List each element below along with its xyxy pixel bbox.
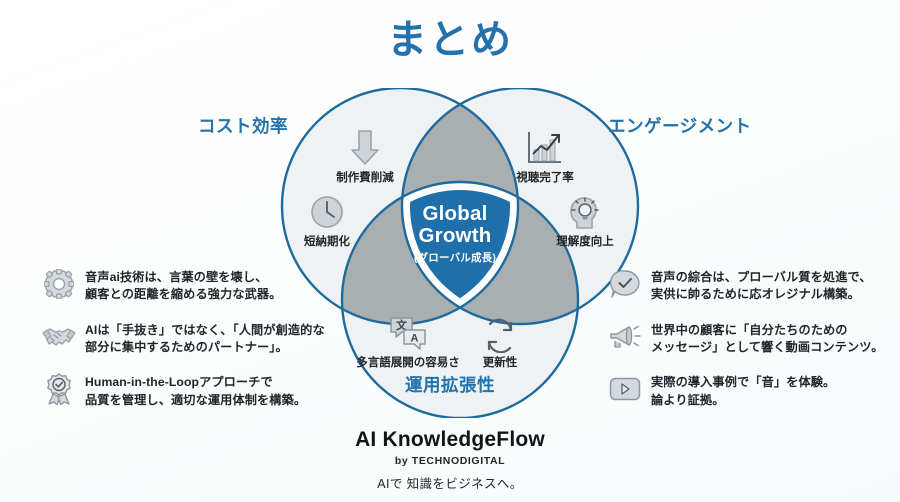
- footer-branding: AI KnowledgeFlow by TECHNODIGITAL AIで 知識…: [0, 428, 900, 492]
- head-lightbulb-icon: [530, 192, 640, 232]
- clock-icon: [272, 192, 382, 232]
- brand-tagline: AIで 知識をビジネスへ。: [377, 477, 523, 491]
- award-ribbon-icon: [42, 373, 76, 406]
- list-item-line-1: AIは「手抜き」ではなく、「人間が創造的な: [85, 322, 325, 337]
- chat-check-icon: [608, 268, 642, 300]
- handshake-icon: [42, 321, 76, 353]
- list-item-text: 世界中の顧客に「自分たちのための メッセージ」として響く動画コンテンツ。: [651, 321, 884, 357]
- bar-chart-up-icon: [490, 128, 600, 168]
- gear-icon: [42, 268, 76, 300]
- venn-item-label: 理解度向上: [556, 236, 614, 248]
- venn-label-cost: コスト効率: [198, 116, 288, 136]
- venn-item-short-delivery: 短納期化: [272, 192, 382, 249]
- venn-item-label: 短納期化: [304, 236, 350, 248]
- venn-diagram: [270, 88, 650, 418]
- translate-icon: 文 A: [353, 313, 463, 353]
- list-item-line-1: Human-in-the-Loopアプローチで: [85, 375, 273, 390]
- brand-name: AI KnowledgeFlow: [355, 428, 545, 451]
- brand-company: by TECHNODIGITAL: [394, 455, 506, 467]
- svg-text:文: 文: [396, 318, 408, 332]
- venn-item-label: 更新性: [482, 357, 518, 369]
- list-item-line-2: 論より証拠。: [651, 392, 725, 407]
- list-item-text: Human-in-the-Loopアプローチで 品質を管理し、適切な運用体制を構…: [85, 373, 306, 409]
- list-item: 音声の綜合は、プローバル質を処進で、 実供に帥るために応オレジナル構築。: [608, 268, 898, 304]
- venn-item-label: 多言語展開の容易さ: [356, 357, 460, 369]
- list-item: AIは「手抜き」ではなく、「人間が創造的な 部分に集中するためのパートナー」。: [42, 321, 332, 357]
- page-title: まとめ: [387, 18, 513, 62]
- right-points-list: 音声の綜合は、プローバル質を処進で、 実供に帥るために応オレジナル構築。 世界中…: [608, 268, 898, 426]
- venn-label-engagement: エンゲージメント: [608, 116, 752, 136]
- list-item-text: 音声ai技術は、言葉の壁を壊し、 顧客との距離を縮める強力な武器。: [85, 268, 281, 304]
- down-arrow-icon: [310, 128, 420, 168]
- venn-item-updatability: 更新性: [445, 313, 555, 370]
- venn-label-operations: 運用拡張性: [405, 375, 495, 395]
- list-item-line-2: 品質を管理し、適切な運用体制を構築。: [85, 392, 307, 407]
- venn-svg: [280, 88, 640, 418]
- venn-item-label: 視聴完了率: [516, 172, 574, 184]
- list-item-line-1: 世界中の顧客に「自分たちのための: [651, 322, 848, 337]
- list-item-text: 実際の導入事例で「音」を体験。 論より証拠。: [651, 373, 835, 409]
- list-item: 音声ai技術は、言葉の壁を壊し、 顧客との距離を縮める強力な武器。: [42, 268, 332, 304]
- list-item-line-1: 音声ai技術は、言葉の壁を壊し、: [85, 270, 268, 284]
- venn-item-label: 制作費削減: [336, 172, 394, 184]
- venn-item-cost-reduction: 制作費削減: [310, 128, 420, 185]
- venn-item-comprehension: 理解度向上: [530, 192, 640, 249]
- refresh-icon: [445, 313, 555, 354]
- venn-circle-operations-stroke: [340, 180, 580, 418]
- list-item: 実際の導入事例で「音」を体験。 論より証拠。: [608, 373, 898, 409]
- svg-text:A: A: [411, 333, 419, 345]
- list-item-line-1: 音声の綜合は、プローバル質を処進で、: [651, 270, 872, 284]
- play-button-icon: [608, 373, 642, 405]
- venn-circle-engagement-stroke: [400, 88, 640, 326]
- list-item: Human-in-the-Loopアプローチで 品質を管理し、適切な運用体制を構…: [42, 373, 332, 409]
- left-points-list: 音声ai技術は、言葉の壁を壊し、 顧客との距離を縮める強力な武器。 AIは「手抜…: [42, 268, 332, 426]
- list-item-line-2: メッセージ」として響く動画コンテンツ。: [651, 339, 884, 354]
- venn-item-completion-rate: 視聴完了率: [490, 128, 600, 185]
- list-item-text: 音声の綜合は、プローバル質を処進で、 実供に帥るために応オレジナル構築。: [651, 268, 872, 304]
- megaphone-icon: [608, 321, 642, 353]
- list-item-text: AIは「手抜き」ではなく、「人間が創造的な 部分に集中するためのパートナー」。: [85, 321, 325, 357]
- list-item-line-2: 部分に集中するためのパートナー」。: [85, 339, 288, 354]
- list-item: 世界中の顧客に「自分たちのための メッセージ」として響く動画コンテンツ。: [608, 321, 898, 357]
- list-item-line-1: 実際の導入事例で「音」を体験。: [651, 375, 836, 390]
- venn-item-multilingual: 文 A 多言語展開の容易さ: [353, 313, 463, 370]
- list-item-line-2: 実供に帥るために応オレジナル構築。: [651, 287, 860, 302]
- list-item-line-2: 顧客との距離を縮める強力な武器。: [85, 287, 282, 302]
